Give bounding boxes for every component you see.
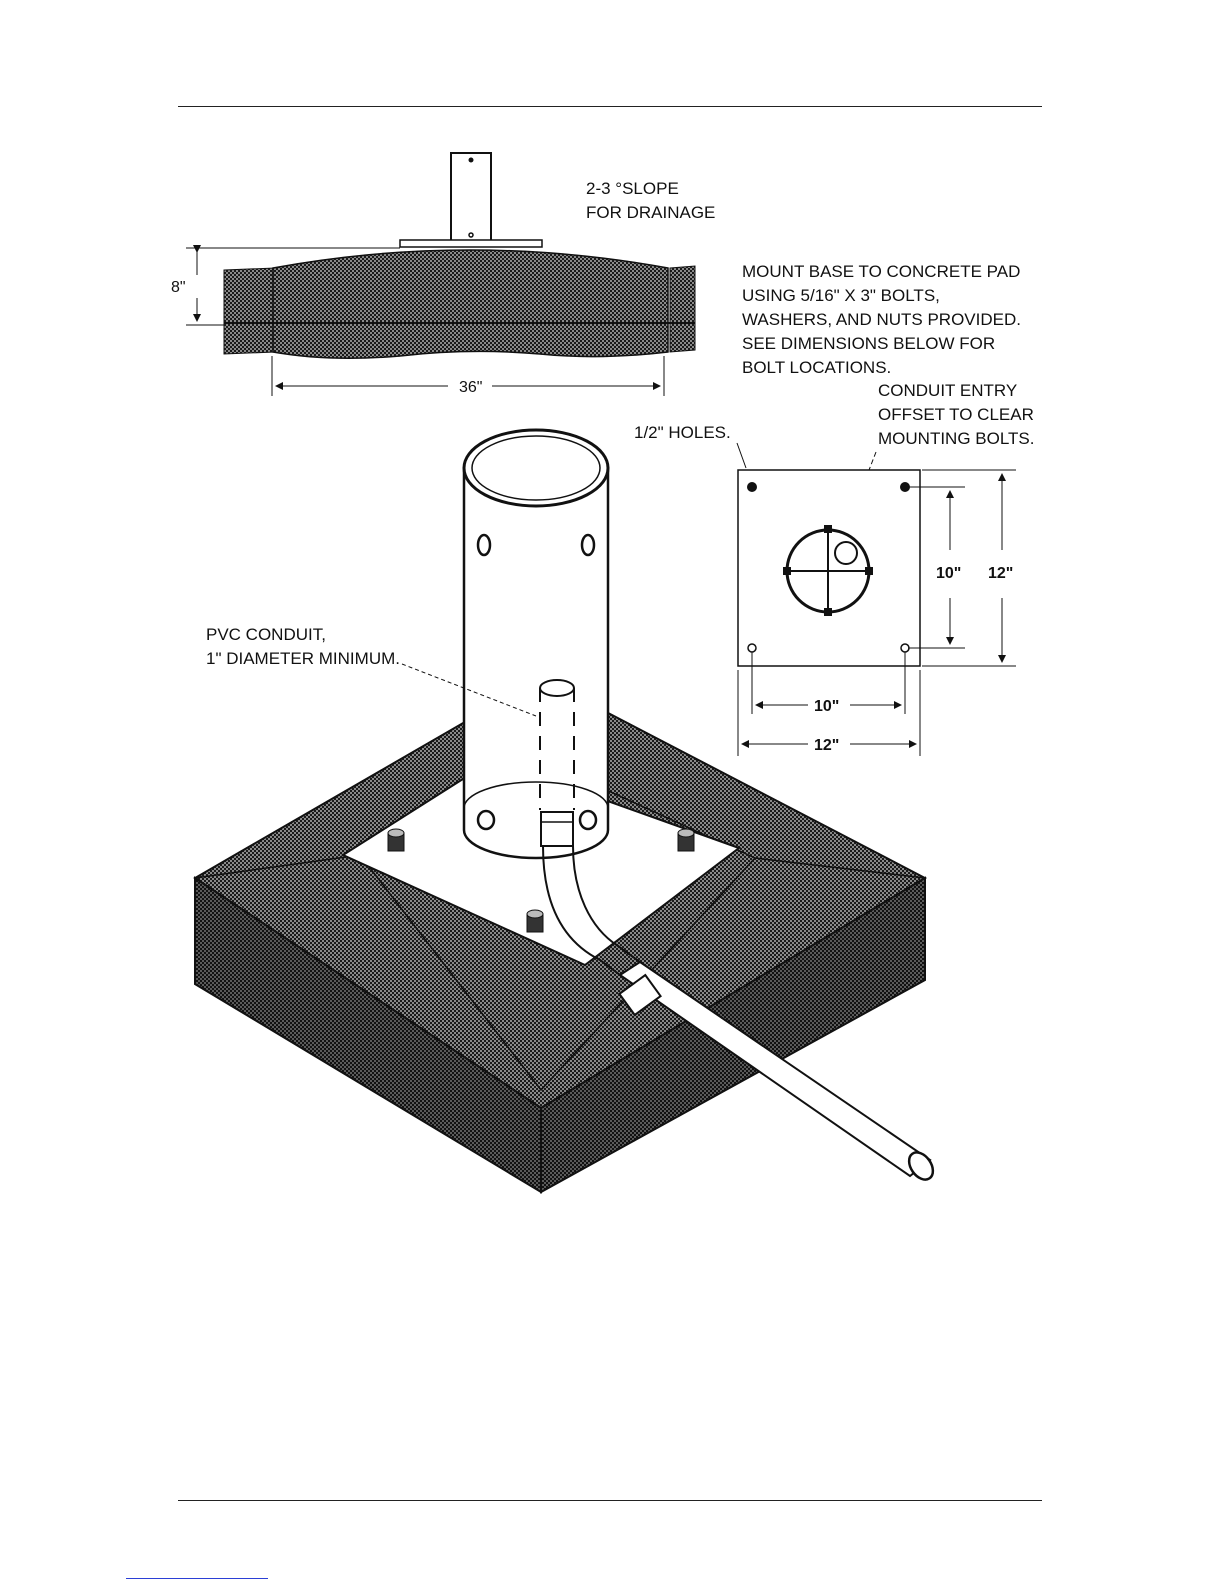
width-dimension: 36" bbox=[459, 379, 482, 396]
tube-hole bbox=[478, 535, 490, 555]
footer-rule bbox=[178, 1500, 1042, 1501]
side-post bbox=[451, 153, 491, 241]
conduit-entry-hole bbox=[835, 542, 857, 564]
footer-link-underline[interactable] bbox=[126, 1578, 268, 1579]
bolt bbox=[388, 829, 404, 851]
conduit-note-line: CONDUIT ENTRY bbox=[878, 381, 1017, 400]
plate-size-horizontal: 12" bbox=[814, 737, 839, 754]
base-plate-view: CONDUIT ENTRY OFFSET TO CLEAR MOUNTING B… bbox=[634, 381, 1034, 756]
conduit-label-line: 1" DIAMETER MINIMUM. bbox=[206, 649, 400, 668]
instruction-line: WASHERS, AND NUTS PROVIDED. bbox=[742, 310, 1021, 329]
conduit-note-line: OFFSET TO CLEAR bbox=[878, 405, 1034, 424]
instruction-line: USING 5/16" X 3" BOLTS, bbox=[742, 286, 940, 305]
instruction-line: MOUNT BASE TO CONCRETE PAD bbox=[742, 262, 1020, 281]
bolt-hole bbox=[747, 482, 757, 492]
depth-dimension: 8" bbox=[171, 279, 186, 296]
slope-label: 2-3 °SLOPE bbox=[586, 179, 679, 198]
mounting-instructions: MOUNT BASE TO CONCRETE PAD USING 5/16" X… bbox=[742, 262, 1021, 377]
conduit-coupling bbox=[541, 812, 573, 846]
plate-size-vertical: 12" bbox=[988, 565, 1013, 582]
instruction-line: SEE DIMENSIONS BELOW FOR bbox=[742, 334, 995, 353]
tube-hole bbox=[582, 535, 594, 555]
concrete-pad-side bbox=[273, 250, 668, 358]
ground-left bbox=[224, 268, 275, 354]
conduit-label-line: PVC CONDUIT, bbox=[206, 625, 326, 644]
side-view: 8" 36" 2-3 °SLOPE FOR DRAINAGE bbox=[171, 153, 715, 396]
tube-hole bbox=[580, 811, 596, 829]
bolt-spacing-horizontal: 10" bbox=[814, 698, 839, 715]
tube-hole bbox=[478, 811, 494, 829]
side-flange bbox=[400, 240, 542, 247]
drainage-label: FOR DRAINAGE bbox=[586, 203, 715, 222]
bolt bbox=[527, 910, 543, 932]
holes-label: 1/2" HOLES. bbox=[634, 423, 731, 442]
bolt bbox=[678, 829, 694, 851]
bolt-spacing-vertical: 10" bbox=[936, 565, 961, 582]
post-tube bbox=[464, 468, 608, 858]
conduit-note-line: MOUNTING BOLTS. bbox=[878, 429, 1034, 448]
ground-right bbox=[670, 266, 695, 352]
conduit-top bbox=[540, 680, 574, 696]
instruction-line: BOLT LOCATIONS. bbox=[742, 358, 891, 377]
